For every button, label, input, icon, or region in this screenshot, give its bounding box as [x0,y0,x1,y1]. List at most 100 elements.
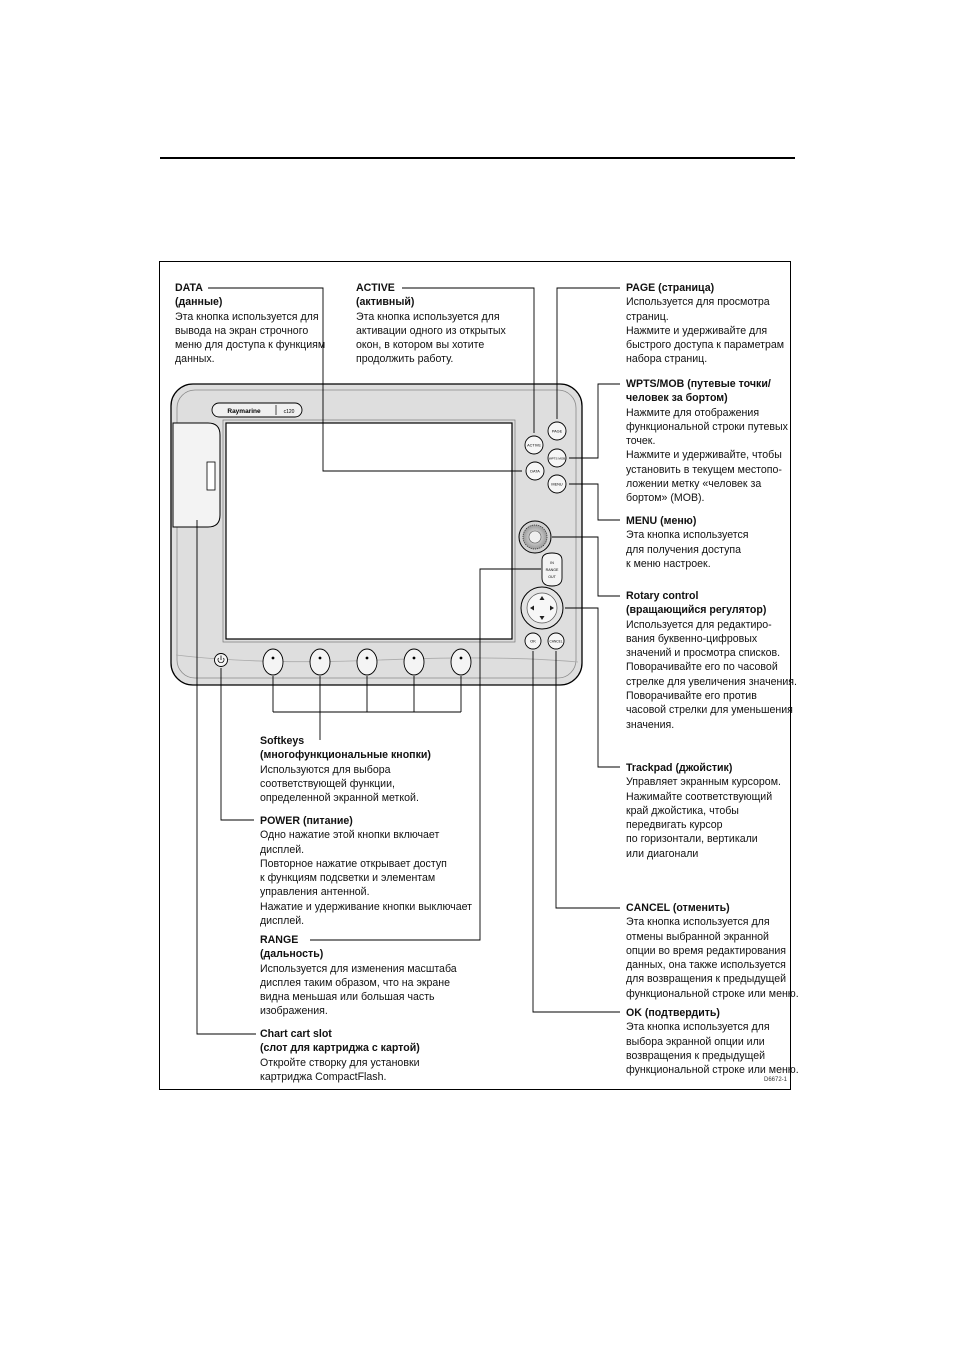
callout-wpts-line: функциональной строки путевых [626,420,788,433]
callout-power-line: Одно нажатие этой кнопки включает [260,829,440,842]
callout-rotary-line: Поворачивайте его против [626,690,757,703]
callout-wpts-line: точек. [626,435,656,448]
callout-page-title: PAGE (страница) [626,282,715,294]
svg-text:CANCEL: CANCEL [550,640,563,644]
leader-lines [196,287,620,1035]
callout-data-subtitle: (данные) [175,296,223,309]
callout-menu-line: к меню настроек. [626,557,711,570]
callout-menu-line: для получения доступа [626,543,742,556]
wpts-mob-button: WPTS MOB [547,448,567,468]
callout-rotary-line: вания буквенно-цифровых [626,632,758,645]
callout-cancel-line: опции во время редактирования [626,944,787,957]
figure-frame [159,261,791,1090]
callout-range-line: видна меньшая или большая часть [260,991,435,1004]
rotary-control [518,520,552,554]
callout-range-subtitle: (дальность) [260,948,324,961]
callout-range-title: RANGE [260,934,299,946]
callout-active-line: продолжить работу. [356,353,454,366]
callout-cancel-line: для возвращения к предыдущей [626,973,787,986]
callout-power-line: к функциям подсветки и элементам [260,872,436,885]
callout-trackpad-line: передвигать курсор [626,819,723,832]
callout-wpts-line: ложении метку «человек за [626,478,762,491]
model-label: c120 [284,409,295,415]
callout-ok-line: выбора экранной опции или [626,1035,765,1048]
svg-text:OK: OK [530,639,536,644]
callout-wpts-line: Нажмите и удерживайте, чтобы [626,449,782,462]
callout-active: ACTIVE (активный) Эта кнопка используетс… [356,281,506,367]
callout-trackpad-line: край джойстика, чтобы [626,804,739,817]
callout-softkeys-line: соответствующей функции, [260,777,395,790]
brand-plate [211,402,303,418]
svg-text:WPTS MOB: WPTS MOB [549,457,565,461]
callout-power-line: дисплей. [260,915,305,928]
callout-wpts-line: Нажмите для отображения [626,406,760,419]
page-button: PAGE [547,421,567,441]
callout-active-line: Эта кнопка используется для [356,310,500,323]
range-rocker: IN RANGE OUT [541,552,563,587]
callout-power: POWER (питание) Одно нажатие этой кнопки… [260,814,472,928]
display-screen [225,422,513,640]
callout-trackpad-line: Управляет экранным курсором. [626,776,781,789]
callout-page-line: страниц. [626,310,669,323]
callout-page-line: Нажмите и удерживайте для [626,324,768,337]
callout-power-line: Нажатие и удерживание кнопки выключает [260,900,472,913]
callout-menu-line: Эта кнопка используется [626,529,749,542]
device-bezel-inner [176,389,577,679]
callout-wpts-line: установить в текущем местопо- [626,463,782,476]
callout-trackpad-line: по горизонтали, вертикали [626,833,758,846]
callout-data-line: данных. [175,353,215,366]
callout-ok: OK (подтвердить) Эта кнопка используется… [626,1006,799,1077]
callout-softkeys-subtitle: (многофункциональные кнопки) [260,749,431,762]
callout-softkeys-title: Softkeys [260,735,305,747]
callout-trackpad-line: или диагонали [626,847,699,860]
svg-text:DATA: DATA [530,470,540,474]
trackpad [520,586,564,630]
callout-softkeys-line: определенной экранной меткой. [260,792,419,805]
svg-text:RANGE: RANGE [546,568,559,572]
softkey-2 [309,648,331,676]
callout-page-line: Используется для просмотра [626,296,770,309]
callout-active-line: окон, в котором вы хотите [356,339,485,352]
softkey-4 [403,648,425,676]
callout-chart-slot-subtitle: (слот для картриджа с картой) [260,1042,420,1055]
callout-chart-slot-line: картриджа CompactFlash. [260,1070,387,1083]
callout-wpts-mob: WPTS/MOB (путевые точки/ человек за борт… [626,377,788,506]
callout-chart-slot: Chart cart slot (слот для картриджа с ка… [260,1027,420,1084]
callout-softkeys: Softkeys (многофункциональные кнопки) Ис… [260,734,431,805]
callout-ok-line: Эта кнопка используется для [626,1021,770,1034]
softkey-1 [262,648,284,676]
svg-text:ACTIVE: ACTIVE [527,444,541,448]
header-rule [160,157,795,159]
callout-softkeys-line: Используются для выбора [260,763,391,776]
callout-wpts-subtitle: человек за бортом) [626,392,728,405]
chart-cart-slot [172,422,221,528]
callout-ok-line: возвращения к предыдущей [626,1049,766,1062]
callout-data-title: DATA [175,282,203,294]
callout-rotary-line: Поворачивайте его по часовой [626,661,778,674]
callout-cancel-line: Эта кнопка используется для [626,916,770,929]
callout-range-line: дисплея таким образом, что на экране [260,976,451,989]
callout-cancel: CANCEL (отменить) Эта кнопка используетс… [626,901,799,1001]
callout-active-subtitle: (активный) [356,296,415,309]
svg-text:IN: IN [550,561,554,565]
callout-power-line: управления антенной. [260,886,370,899]
callout-page: PAGE (страница) Используется для просмот… [626,281,784,367]
svg-text:OUT: OUT [548,575,556,579]
callout-chart-slot-line: Откройте створку для установки [260,1056,420,1069]
callout-wpts-title: WPTS/MOB (путевые точки/ [626,378,771,390]
ok-button: OK [524,632,542,650]
callout-cancel-line: данных, она также используется [626,959,786,972]
callout-active-line: активации одного из открытых [356,324,506,337]
callout-menu: MENU (меню) Эта кнопка используется для … [626,514,749,571]
callout-active-title: ACTIVE [356,282,395,294]
data-button: DATA [525,461,545,481]
callout-rotary-line: значения. [626,718,675,731]
callout-rotary-line: значений и просмотра списков. [626,647,781,660]
callout-trackpad-title: Trackpad (джойстик) [626,762,733,774]
callout-rotary-title: Rotary control [626,590,699,602]
softkey-5 [450,648,472,676]
figure-id: D6672-1 [764,1077,788,1083]
callout-ok-title: OK (подтвердить) [626,1007,720,1019]
callout-power-line: Повторное нажатие открывает доступ [260,857,447,870]
power-button [214,653,228,667]
